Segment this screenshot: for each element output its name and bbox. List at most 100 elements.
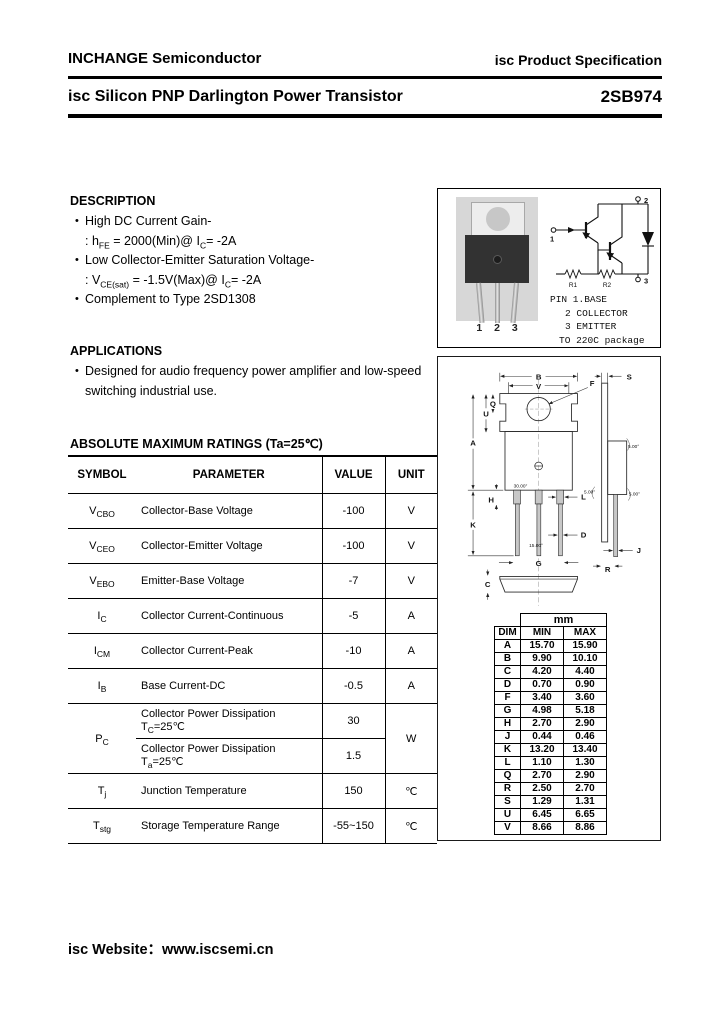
value-cell: 30	[321, 703, 385, 739]
unit-cell: A	[384, 633, 437, 669]
dim-label-F: F	[590, 379, 595, 388]
parameter-cell: Collector-Base Voltage	[136, 493, 322, 529]
max-col-header: MAX	[563, 626, 607, 640]
subscript: C	[224, 279, 231, 289]
dim-unit-row: mm	[494, 613, 607, 627]
bullet-icon: •	[75, 254, 79, 266]
unit-cell: W	[384, 703, 437, 774]
lead-2	[495, 283, 500, 323]
symbol-cell: IB	[68, 668, 136, 704]
symbol-cell: VCEO	[68, 528, 136, 564]
company-name: INCHANGE Semiconductor	[68, 50, 262, 67]
package-plastic-body	[465, 235, 529, 283]
resistor-1-label: R1	[569, 282, 578, 289]
description-list: •High DC Current Gain- : hFE = 2000(Min)…	[70, 212, 440, 310]
dim-label-J: J	[637, 546, 641, 555]
pin-line-2: 2 COLLECTOR	[565, 307, 628, 319]
table-row: Collector Power Dissipation Ta=25℃ 1.5	[68, 738, 437, 774]
unit-cell: ℃	[384, 773, 437, 809]
unit-cell: V	[384, 528, 437, 564]
unit-cell: A	[384, 598, 437, 634]
package-box: 1 2 3	[437, 188, 661, 348]
bullet-icon: •	[75, 293, 79, 305]
part-number: 2SB974	[600, 87, 662, 106]
applications-text: switching industrial use.	[85, 383, 218, 398]
front-view	[499, 393, 578, 593]
symbol-cell: Tstg	[68, 808, 136, 844]
parameter-cell: Emitter-Base Voltage	[136, 563, 322, 599]
value-cell: -100	[321, 493, 385, 529]
table-row: VEBO Emitter-Base Voltage -7 V	[68, 563, 437, 599]
applications-text: Designed for audio frequency power ampli…	[85, 364, 422, 378]
pin-line-4: TO 220C package	[559, 334, 645, 346]
description-text: High DC Current Gain-	[85, 214, 212, 228]
table-row: ICM Collector Current-Peak -10 A	[68, 633, 437, 669]
description-heading: DESCRIPTION	[70, 194, 156, 208]
description-text: = 2000(Min)@ I	[109, 233, 200, 248]
dim-col-header: DIM	[494, 626, 521, 640]
pin-line-1: PIN 1.BASE	[550, 294, 608, 305]
parameter-cell: Collector Power Dissipation TC=25℃	[136, 703, 322, 739]
parameter-cell: Junction Temperature	[136, 773, 322, 809]
applications-bullet-cont: switching industrial use.	[70, 382, 450, 402]
table-row: Tj Junction Temperature 150 ℃	[68, 773, 437, 809]
value-cell: -55~150	[321, 808, 385, 844]
dim-label-K: K	[470, 521, 476, 530]
angle-label-30: 30.00°	[514, 484, 528, 490]
description-text: = -2A	[206, 233, 237, 248]
terminal-2-label: 2	[644, 196, 648, 205]
description-bullet-1: •High DC Current Gain-	[70, 212, 440, 232]
applications-bullet: • Designed for audio frequency power ampl…	[70, 362, 450, 382]
value-cell: -7	[321, 563, 385, 599]
pin-line-3: 3 EMITTER	[565, 321, 617, 332]
parameter-cell: Collector Current-Continuous	[136, 598, 322, 634]
dimension-lines	[467, 372, 633, 600]
symbol-cell: VEBO	[68, 563, 136, 599]
value-cell: 150	[321, 773, 385, 809]
angle-label-5c: 5.00°	[629, 491, 640, 497]
subscript: CE(sat)	[100, 279, 130, 289]
package-mark	[493, 255, 502, 264]
parameter-cell: Collector Power Dissipation Ta=25℃	[136, 738, 322, 774]
value-cell: -0.5	[321, 668, 385, 704]
symbol-cell: VCBO	[68, 493, 136, 529]
bullet-icon: •	[75, 365, 79, 377]
min-col-header: MIN	[520, 626, 564, 640]
website-footer: isc Website：www.iscsemi.cn	[68, 942, 274, 958]
dim-label-L: L	[581, 493, 586, 502]
value-cell: -100	[321, 528, 385, 564]
angle-label-5b: 5.00°	[584, 490, 595, 496]
dim-label-H: H	[488, 495, 494, 504]
subscript: FE	[98, 240, 110, 250]
description-bullet-2: •Low Collector-Emitter Saturation Voltag…	[70, 251, 440, 271]
symbol-cell: PC	[68, 703, 136, 774]
table-row: IC Collector Current-Continuous -5 A	[68, 598, 437, 634]
description-text: Complement to Type 2SD1308	[85, 292, 256, 306]
parameter-cell: Collector Current-Peak	[136, 633, 322, 669]
side-view	[591, 382, 631, 557]
parameter-cell: Storage Temperature Range	[136, 808, 322, 844]
terminal-1-node	[550, 227, 557, 233]
description-bullet-2-detail: : VCE(sat) = -1.5V(Max)@ IC= -2A	[70, 271, 440, 291]
table-row: VCBO Collector-Base Voltage -100 V	[68, 493, 437, 529]
dim-unit-cell: mm	[520, 613, 607, 627]
dim-label-Q: Q	[490, 399, 496, 408]
angle-label-5a: 5.00°	[628, 444, 639, 450]
value-cell: 1.5	[321, 738, 385, 774]
unit-cell: V	[384, 563, 437, 599]
mounting-hole	[486, 207, 510, 231]
applications-heading: APPLICATIONS	[70, 344, 163, 358]
symbol-cell: ICM	[68, 633, 136, 669]
dim-label-B: B	[536, 372, 542, 381]
